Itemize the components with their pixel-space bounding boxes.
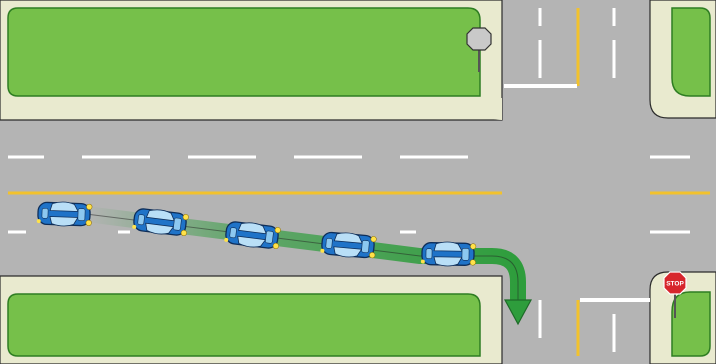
grass-blocks xyxy=(7,7,711,357)
yield-sign-back-icon xyxy=(466,27,492,72)
stop-sign-icon: STOP xyxy=(663,271,687,318)
turn-arrow-icon xyxy=(503,299,533,326)
grass-bottom-left xyxy=(7,293,481,357)
grass-top-left xyxy=(7,7,481,97)
car-5 xyxy=(420,240,477,268)
grass-top-right xyxy=(671,7,711,97)
grass-bottom-right xyxy=(671,291,711,357)
cross-street-markings xyxy=(504,8,650,356)
stop-sign-label: STOP xyxy=(666,281,684,288)
car-1 xyxy=(35,200,93,228)
turn-path xyxy=(85,206,533,326)
